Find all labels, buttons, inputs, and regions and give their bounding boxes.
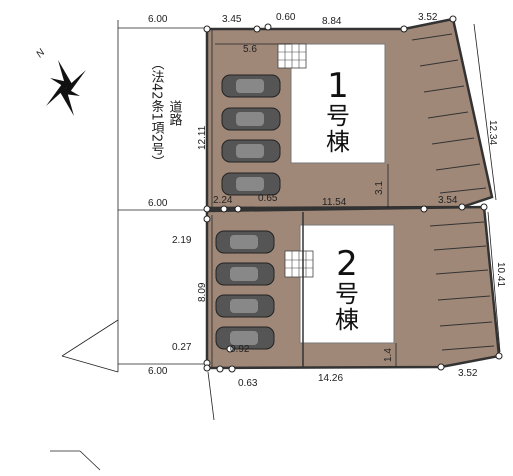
dim-mid-b: 0.65 <box>258 193 278 204</box>
slope-hatching <box>411 33 495 351</box>
road-label-sub: （法42条1項2号） <box>149 57 165 168</box>
house-2-number: 2 <box>336 244 358 284</box>
dim-lot1-left: 12.11 <box>197 125 208 150</box>
entry-steps-1 <box>277 43 307 69</box>
lot-divider <box>206 206 485 211</box>
parked-car-icon <box>221 74 281 98</box>
dim-top-a: 3.45 <box>222 14 242 25</box>
parked-car-icon <box>221 139 281 163</box>
entry-steps-2 <box>284 250 314 278</box>
dim-house1-offset: 5.6 <box>243 44 257 55</box>
dim-bottom-corner-a: 0.27 <box>172 342 192 353</box>
house-2-suffix-b: 棟 <box>335 306 359 334</box>
dim-top-c: 8.84 <box>322 16 342 27</box>
parked-car-icon <box>221 107 281 131</box>
parked-car-icon <box>215 294 275 318</box>
parked-car-icon <box>215 262 275 286</box>
parked-car-icon <box>215 326 275 350</box>
dim-lot1-right: 12.34 <box>487 120 498 145</box>
road-label-main: 道路 <box>167 100 183 126</box>
dim-bottom-left: 6.00 <box>148 366 168 377</box>
parked-car-icon <box>221 172 281 196</box>
house-2 <box>299 224 395 344</box>
dim-house2-gap: 1.4 <box>383 348 394 362</box>
dim-top-d: 3.52 <box>418 12 438 23</box>
house-1-suffix-a: 号 <box>326 102 350 130</box>
dim-mid-d: 3.54 <box>438 195 458 206</box>
dim-bottom-a: 0.63 <box>238 378 258 389</box>
dim-lot2-right: 10.41 <box>495 262 506 287</box>
dim-bottom-c: 3.52 <box>458 368 478 379</box>
north-label: N <box>34 47 47 60</box>
parked-car-icon <box>215 230 275 254</box>
house-1-suffix-b: 棟 <box>326 128 350 156</box>
dim-top-b: 0.60 <box>276 12 296 23</box>
dim-bottom-b: 14.26 <box>318 373 343 384</box>
dimension-lines <box>61 20 501 421</box>
dim-top-left: 6.00 <box>148 14 168 25</box>
survey-points <box>203 15 503 373</box>
dim-lot2-left: 8.09 <box>197 282 208 302</box>
dim-mid-a: 2.24 <box>213 195 233 206</box>
road-label: 道路 （法42条1項2号） <box>149 57 183 168</box>
house-1-number: 1 <box>327 66 349 106</box>
dim-house1-gap: 3.1 <box>374 181 385 195</box>
dim-bottom-corner-b: 0.92 <box>230 344 250 355</box>
leader-lines <box>50 450 101 471</box>
north-arrow-icon: N <box>34 47 86 116</box>
house-1 <box>290 43 386 164</box>
dim-mid-left: 6.00 <box>148 198 168 209</box>
dim-mid-c: 11.54 <box>322 197 347 208</box>
house-2-suffix-a: 号 <box>335 280 359 308</box>
dim-corner: 2.19 <box>172 235 192 246</box>
